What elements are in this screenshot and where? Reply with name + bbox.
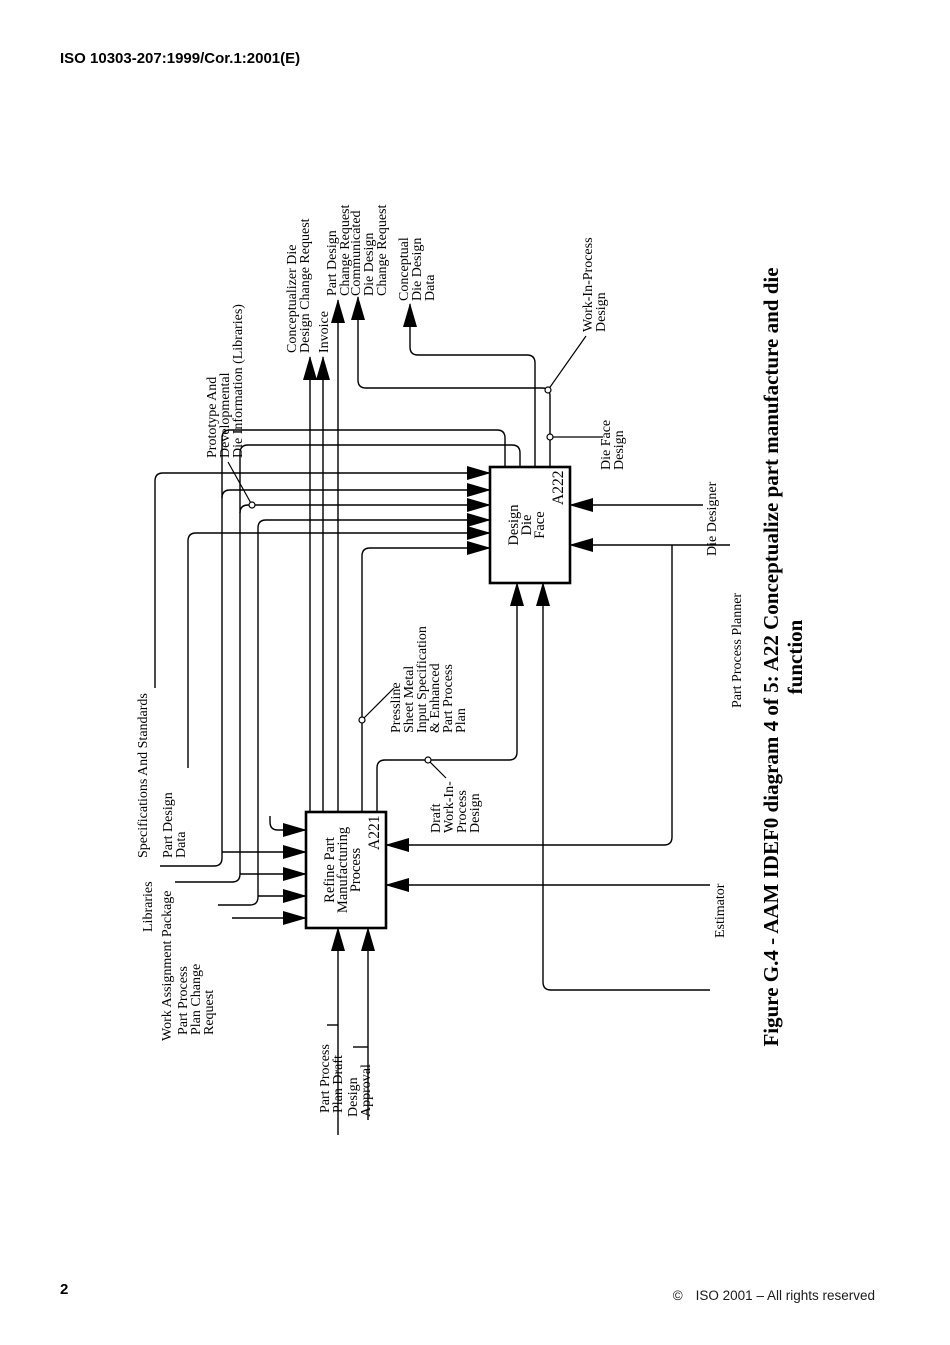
box-a221-title: Refine PartManufacturingProcess	[322, 827, 364, 913]
attach-dot	[424, 756, 432, 764]
leader-work-in-process-design	[547, 335, 587, 391]
label-estimator: Estimator	[713, 883, 728, 938]
flow-draft-wip-to-a222	[376, 582, 524, 812]
attach-dot	[546, 433, 554, 441]
label-draft-wip-design: DraftWork-In-ProcessDesign	[429, 781, 483, 833]
box-a221	[304, 810, 388, 930]
label-specifications-and-standards: Specifications And Standards	[136, 693, 151, 858]
box-a222-title: DesignDieFace	[506, 504, 548, 546]
leader-prototype-die-information	[227, 461, 253, 506]
flow-a222-bottom-2	[536, 582, 710, 991]
label-part-design-data: Part DesignData	[161, 792, 189, 858]
copyright-symbol: ©	[672, 1288, 683, 1303]
label-part-design-change-request: Part DesignChange Request	[325, 205, 353, 296]
label-communicated-ddcr: CommunicatedDie DesignChange Request	[349, 205, 390, 296]
page-header: ISO 10303-207:1999/Cor.1:2001(E)	[60, 50, 301, 67]
label-die-designer: Die Designer	[705, 481, 720, 556]
label-work-in-process-design: Work-In-ProcessDesign	[581, 237, 609, 332]
box-a222-id: A222	[550, 471, 567, 505]
flow-communicated-ddcr	[351, 296, 551, 467]
flow-die-information-to-a222	[175, 498, 491, 883]
label-die-face-design: Die FaceDesign	[599, 420, 627, 470]
flow-conceptual-die-design-data	[403, 303, 536, 467]
flow-a222-feedback-1	[221, 429, 506, 498]
attach-dot	[544, 386, 552, 394]
copyright-text: ISO 2001 – All rights reserved	[695, 1288, 875, 1303]
label-work-assignment-package: Work Assignment Package	[160, 890, 175, 1041]
label-part-process-plan-change-request: Part ProcessPlan ChangeRequest	[176, 964, 217, 1035]
copyright-notice: © ISO 2001 – All rights reserved	[673, 1288, 875, 1303]
leader-pressline-spec	[361, 687, 395, 721]
flow-part-design-data-to-a222	[187, 526, 491, 768]
label-conceptualizer-die-dcr: Conceptualizer DieDesign Change Request	[285, 218, 313, 353]
box-a222	[488, 465, 572, 585]
leader-draft-wip	[427, 759, 447, 779]
attach-dot	[248, 501, 256, 509]
flow-planner-to-a221	[385, 545, 673, 852]
label-pressline-spec: PresslineSheet MetalInput Specification&…	[389, 626, 469, 733]
page-number: 2	[60, 1281, 69, 1298]
flow-plan-change-to-a222	[218, 513, 491, 906]
label-part-process-plan-draft: Part ProcessPlan Draft	[318, 1044, 346, 1113]
attach-dot	[358, 716, 366, 724]
flow-libraries-to-a222	[160, 483, 491, 867]
label-prototype-die-information: Prototype AndDevelopmentalDie Informatio…	[205, 304, 246, 458]
flow-pressline-library-to-a221	[269, 816, 307, 837]
label-part-process-planner: Part Process Planner	[730, 593, 745, 708]
box-a221-id: A221	[366, 816, 383, 850]
label-conceptual-die-design-data: ConceptualDie DesignData	[397, 237, 438, 301]
label-libraries: Libraries	[141, 881, 156, 932]
flow-pressline-spec-to-a222	[361, 541, 491, 812]
label-design-approval: DesignApproval	[346, 1064, 374, 1117]
flow-specs-to-a222	[154, 466, 491, 688]
flow-a222-feedback-2	[239, 444, 521, 513]
label-invoice: Invoice	[317, 311, 332, 353]
figure-caption: Figure G.4 - AAM IDEF0 diagram 4 of 5: A…	[759, 267, 807, 1046]
